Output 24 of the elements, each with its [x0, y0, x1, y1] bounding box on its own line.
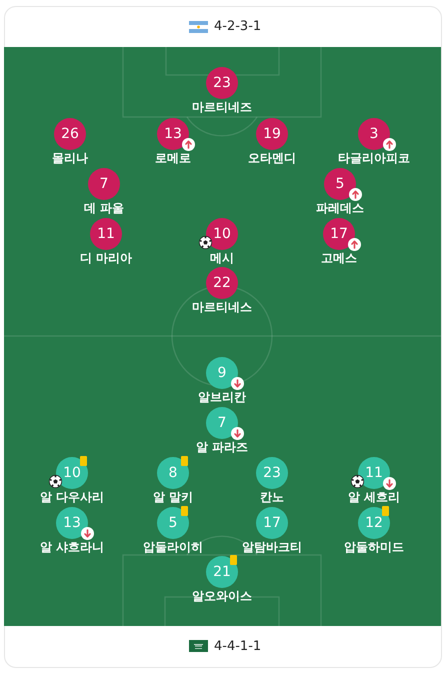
player-name: 파레데스	[316, 201, 364, 215]
player-name: 알 말키	[152, 490, 194, 504]
player-name: 로메로	[155, 151, 191, 165]
player-name: 마르티네스	[192, 300, 252, 314]
formation-label: 4-2-3-1	[214, 19, 262, 35]
player-name: 고메스	[321, 251, 357, 265]
player-name: 알오와이스	[192, 589, 252, 603]
player-name: 알 세흐리	[348, 490, 400, 504]
player-name: 몰리나	[52, 151, 88, 165]
player-name: 알 다우사리	[40, 490, 104, 504]
player-name: 알 파라즈	[196, 440, 248, 454]
player-name: 압둘라이히	[143, 540, 203, 554]
player-name: 디 마리아	[80, 251, 132, 265]
player-name: 압둘하미드	[344, 540, 404, 554]
player-name: 알탐바크티	[242, 540, 302, 554]
formation-label: 4-4-1-1	[214, 639, 262, 655]
player-name: 오타멘디	[248, 151, 296, 165]
player-name: 타글리아피코	[338, 151, 410, 165]
player-name: 데 파울	[84, 201, 124, 215]
player-name: 칸노	[260, 490, 284, 504]
player-name: 알 샤흐라니	[40, 540, 104, 554]
player-name: 마르티네즈	[192, 100, 252, 114]
player-name: 알브리칸	[198, 390, 246, 404]
player-name: 메시	[210, 251, 234, 265]
